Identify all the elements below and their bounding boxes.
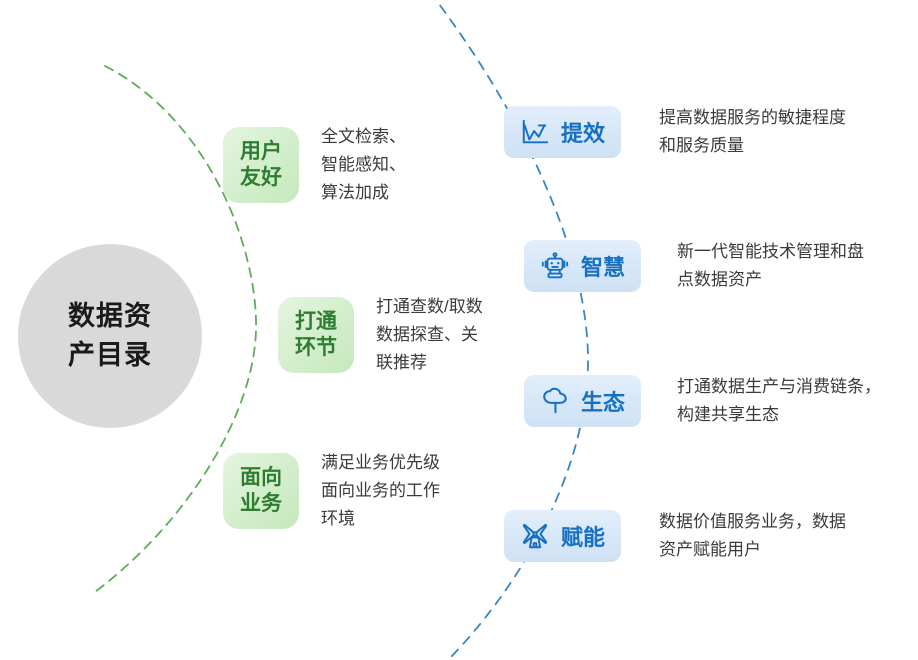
blue-node-title: 智慧 bbox=[581, 255, 626, 281]
blue-node-title: 提效 bbox=[561, 121, 606, 147]
green-chip[interactable]: 打通 环节 bbox=[278, 297, 354, 374]
green-node-title: 打通 环节 bbox=[295, 309, 337, 360]
green-node-description: 打通查数/取数 数据探查、关 联推荐 bbox=[376, 297, 483, 373]
blue-node-title: 生态 bbox=[581, 390, 626, 416]
blue-node-intelligence[interactable]: 智慧 新一代智能技术管理和盘 点数据资产 bbox=[524, 238, 864, 294]
blue-pill[interactable]: 智慧 bbox=[524, 240, 642, 293]
green-node-business-oriented[interactable]: 面向 业务 满足业务优先级 面向业务的工作 环境 bbox=[223, 449, 440, 533]
green-node-connect-links[interactable]: 打通 环节 打通查数/取数 数据探查、关 联推荐 bbox=[278, 293, 483, 377]
tree-icon bbox=[543, 387, 567, 414]
blue-node-description: 数据价值服务业务，数据 资产赋能用户 bbox=[659, 512, 847, 560]
blue-node-description: 提高数据服务的敏捷程度 和服务质量 bbox=[659, 108, 847, 156]
blue-pill[interactable]: 生态 bbox=[524, 375, 642, 428]
blue-pill[interactable]: 赋能 bbox=[504, 510, 622, 563]
blue-node-ecosystem[interactable]: 生态 打通数据生产与消费链条， 构建共享生态 bbox=[524, 373, 881, 429]
blue-node-title: 赋能 bbox=[561, 525, 606, 551]
center-node-label: 数据资 产目录 bbox=[68, 300, 152, 370]
green-node-title: 用户 友好 bbox=[240, 139, 282, 190]
blue-pill[interactable]: 提效 bbox=[504, 106, 622, 159]
green-node-user-friendly[interactable]: 用户 友好 全文检索、 智能感知、 算法加成 bbox=[223, 123, 406, 207]
blue-node-efficiency[interactable]: 提效 提高数据服务的敏捷程度 和服务质量 bbox=[504, 104, 846, 160]
blue-node-description: 打通数据生产与消费链条， 构建共享生态 bbox=[677, 377, 882, 425]
green-node-description: 满足业务优先级 面向业务的工作 环境 bbox=[321, 453, 440, 529]
green-node-title: 面向 业务 bbox=[240, 465, 282, 516]
windmill-icon bbox=[522, 524, 548, 549]
blue-node-description: 新一代智能技术管理和盘 点数据资产 bbox=[677, 242, 865, 290]
green-node-description: 全文检索、 智能感知、 算法加成 bbox=[321, 127, 406, 203]
green-chip[interactable]: 面向 业务 bbox=[223, 453, 299, 530]
robot-icon bbox=[541, 252, 569, 279]
center-node[interactable]: 数据资 产目录 bbox=[18, 244, 202, 428]
blue-node-empowerment[interactable]: 赋能 数据价值服务业务，数据 资产赋能用户 bbox=[504, 508, 846, 564]
green-chip[interactable]: 用户 友好 bbox=[223, 127, 299, 204]
line-chart-icon bbox=[522, 119, 549, 144]
